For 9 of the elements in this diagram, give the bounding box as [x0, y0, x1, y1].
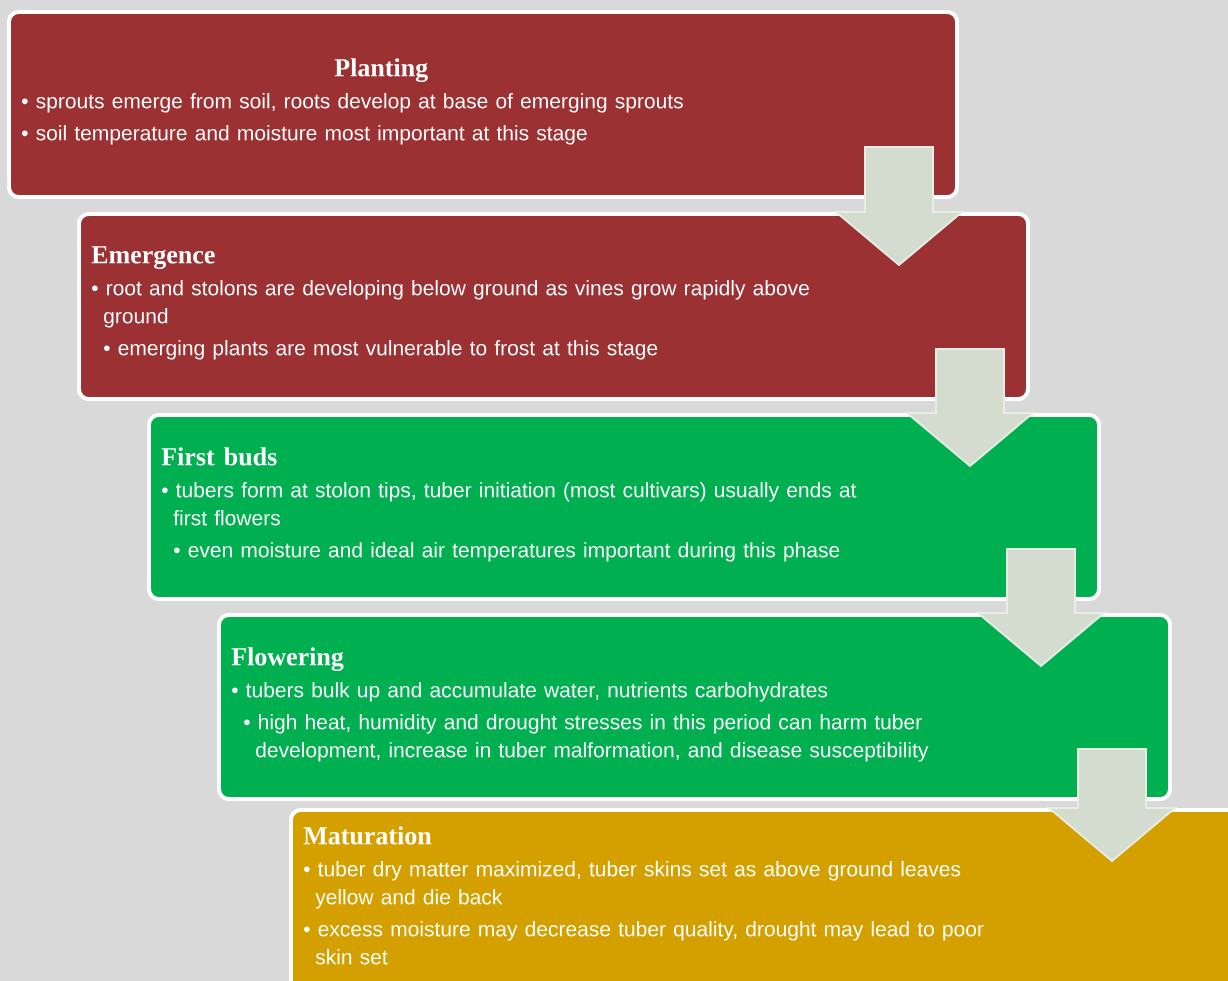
block-arrow [975, 548, 1107, 668]
stage-box: Flowering • tubers bulk up and accumulate water, nutrients carbohydrates • high heat, humidity and drought stresses in this period can harm tuber development, increase in tuber malformation, and disease susceptibility [217, 613, 1172, 801]
stage-box: Planting • sprouts emerge from soil, roots develop at base of emerging sprouts • soil temperature and moisture most important at this stage [7, 10, 959, 199]
block-arrow [833, 146, 965, 267]
block-arrow [1046, 748, 1178, 863]
stage-box: Emergence • root and stolons are developing below ground as vines grow rapidly above ground • emerging plants are most vulnerable to frost at this stage [77, 212, 1030, 401]
stage-box: First buds • tubers form at stolon tips, tuber initiation (most cultivars) usually ends at first flowers • even moisture and ideal air temperatures important during this phase [147, 413, 1101, 601]
stage-box: Maturation • tuber dry matter maximized, tuber skins set as above ground leaves yellow and die back • excess moisture may decrease tuber quality, drought may lead to poor skin set [289, 808, 1228, 981]
block-arrow [904, 348, 1036, 468]
